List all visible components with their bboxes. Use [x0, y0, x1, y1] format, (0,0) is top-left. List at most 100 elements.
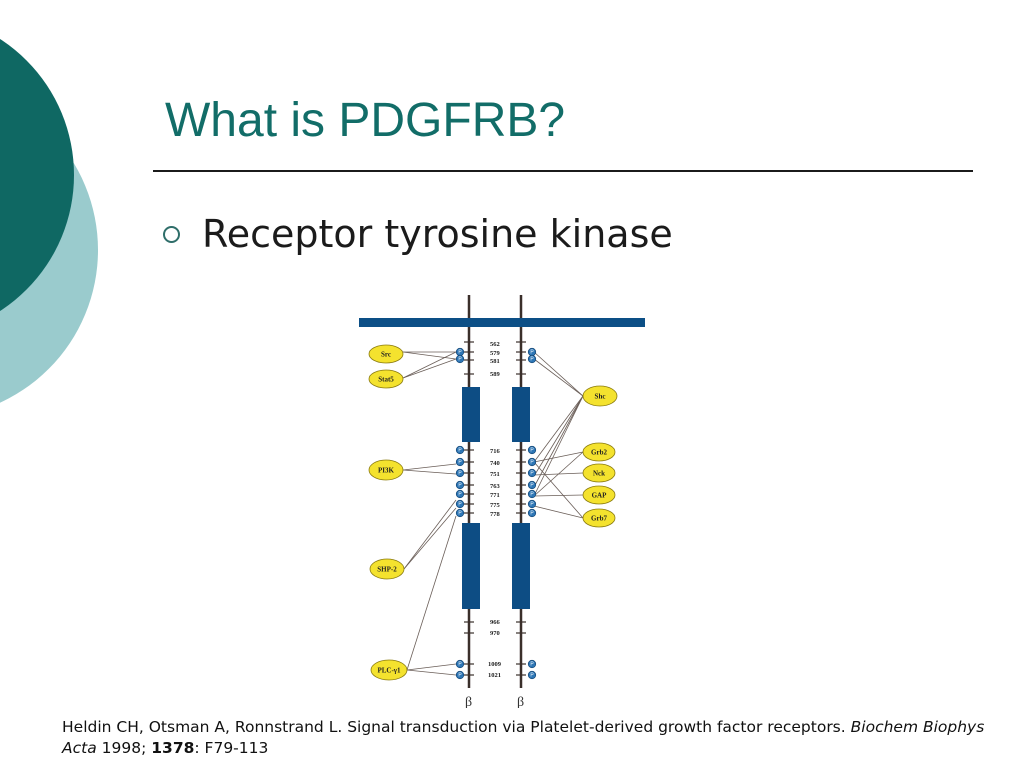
svg-text:P: P [530, 460, 534, 466]
connector-line-5 [402, 469, 457, 475]
residue-771: 771 [490, 492, 500, 499]
connector-line-13 [533, 395, 584, 463]
svg-text:P: P [458, 662, 462, 668]
phospho-left-3: P [455, 457, 465, 467]
hollow-circle-bullet-icon [163, 225, 180, 243]
residue-581: 581 [490, 358, 500, 365]
phospho-left-0: P [455, 347, 465, 357]
residue-589: 589 [490, 371, 501, 378]
phospho-left-1: P [455, 354, 465, 364]
citation: Heldin CH, Otsman A, Ronnstrand L. Signa… [62, 717, 1017, 759]
protein-stat5: Stat5 [368, 369, 404, 389]
connector-line-8 [406, 663, 457, 671]
svg-text:P: P [530, 471, 534, 477]
connector-line-19 [533, 472, 584, 476]
bullet-item: Receptor tyrosine kinase [163, 212, 673, 256]
protein-pi3k-label: PI3K [378, 467, 395, 475]
svg-text:P: P [458, 492, 462, 498]
svg-text:P: P [530, 448, 534, 454]
protein-shc-label: Shc [595, 393, 606, 401]
right-kinase-domain-2 [512, 523, 530, 609]
connector-line-14 [533, 395, 584, 477]
svg-text:P: P [458, 357, 462, 363]
residue-562: 562 [490, 341, 500, 348]
connector-line-16 [533, 395, 584, 497]
protein-stat5-label: Stat5 [378, 376, 394, 384]
cell-membrane [359, 318, 645, 327]
svg-text:P: P [458, 460, 462, 466]
title-divider [153, 170, 973, 172]
right-kinase-domain-1 [512, 387, 530, 442]
right-chain-beta-label: β [517, 695, 524, 708]
connector-line-4 [402, 463, 457, 471]
residue-775: 775 [490, 502, 501, 509]
phospho-right-2: P [527, 445, 537, 455]
phospho-right-0: P [527, 347, 537, 357]
protein-src-label: Src [381, 351, 391, 359]
phospho-left-10: P [455, 670, 465, 680]
residue-ticks [464, 341, 526, 676]
citation-volume: 1378 [151, 739, 195, 757]
phospho-left-7: P [455, 499, 465, 509]
residue-1009: 1009 [488, 661, 502, 668]
connector-line-21 [533, 505, 584, 519]
citation-authors: Heldin CH, Otsman A, Ronnstrand L. Signa… [62, 718, 846, 736]
citation-year: 1998; [101, 739, 147, 757]
svg-text:P: P [530, 511, 534, 517]
slide-title: What is PDGFRB? [165, 94, 566, 147]
phospho-right-7: P [527, 499, 537, 509]
residue-numbers: 562 579 581 589 716 740 751 763 771 775 … [488, 341, 502, 679]
residue-716: 716 [490, 448, 501, 455]
phospho-left-6: P [455, 489, 465, 499]
svg-text:P: P [530, 662, 534, 668]
protein-grb2-label: Grb2 [591, 449, 607, 457]
connector-line-22 [533, 461, 584, 519]
connector-line-7 [403, 507, 457, 570]
protein-nck-label: Nck [593, 470, 605, 478]
phospho-right-3: P [527, 457, 537, 467]
protein-plc-gamma1-label: PLC-γ1 [377, 667, 401, 675]
left-kinase-domain-1 [462, 387, 480, 442]
protein-shp2: SHP-2 [369, 558, 405, 580]
residue-579: 579 [490, 350, 501, 357]
svg-text:P: P [458, 511, 462, 517]
decorative-circles [0, 39, 98, 403]
connector-line-11 [533, 351, 584, 397]
protein-gap-label: GAP [592, 492, 608, 500]
phospho-right-8: P [527, 508, 537, 518]
svg-text:P: P [458, 673, 462, 679]
svg-text:P: P [458, 502, 462, 508]
residue-740: 740 [490, 460, 500, 467]
phospho-left-2: P [455, 445, 465, 455]
connector-line-2 [402, 351, 457, 379]
phospho-right-5: P [527, 480, 537, 490]
protein-gap: GAP [582, 485, 616, 505]
residue-763: 763 [490, 483, 501, 490]
phospho-left-8: P [455, 508, 465, 518]
connector-line-12 [533, 358, 584, 397]
phospho-left-4: P [455, 468, 465, 478]
left-kinase-domain-2 [462, 523, 480, 609]
svg-text:P: P [530, 483, 534, 489]
residue-751: 751 [490, 471, 500, 478]
phospho-right-10: P [527, 670, 537, 680]
svg-text:P: P [458, 350, 462, 356]
connector-line-10 [406, 515, 457, 671]
residue-970: 970 [490, 630, 500, 637]
residue-966: 966 [490, 619, 501, 626]
residue-1021: 1021 [488, 672, 501, 679]
connector-line-20 [533, 494, 584, 497]
phospho-right-1: P [527, 354, 537, 364]
phospho-right-9: P [527, 659, 537, 669]
phospho-right-6: P [527, 489, 537, 499]
svg-text:P: P [530, 673, 534, 679]
protein-pi3k: PI3K [368, 459, 404, 481]
svg-text:P: P [530, 357, 534, 363]
connector-line-9 [406, 669, 457, 676]
connector-line-17 [533, 451, 584, 463]
svg-text:P: P [458, 471, 462, 477]
svg-text:P: P [530, 492, 534, 498]
svg-text:P: P [458, 483, 462, 489]
